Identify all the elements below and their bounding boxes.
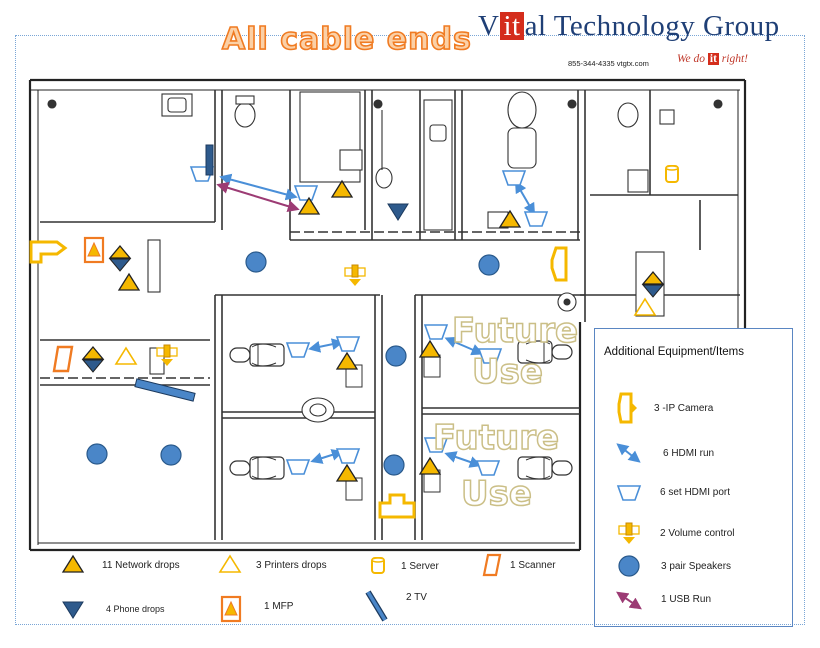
hdmi-port	[524, 211, 548, 227]
speaker	[385, 345, 407, 367]
hdmi-run	[444, 451, 482, 468]
additional-equipment-title: Additional Equipment/Items	[604, 346, 744, 358]
speaker	[383, 454, 405, 476]
patient-chairs	[229, 340, 573, 501]
speaker	[245, 251, 267, 273]
additional-volume-label: 2 Volume control	[660, 528, 735, 539]
mfp	[83, 236, 105, 264]
brand-name-end: al Technology Group	[524, 10, 780, 42]
future-use-label: Future	[432, 417, 560, 459]
legend-usb-icon	[616, 591, 642, 610]
brand-name-start: V	[478, 10, 500, 42]
network-drop	[419, 457, 441, 475]
legend-scanner-icon	[482, 553, 502, 577]
legend-network-label: 11 Network drops	[102, 560, 180, 571]
tv	[205, 144, 214, 176]
hdmi-run	[219, 173, 298, 201]
additional-speakers-label: 3 pair Speakers	[661, 561, 732, 572]
slogan-end: right!	[718, 53, 748, 65]
legend-phone-label: 4 Phone drops	[106, 604, 165, 614]
legend-phone-icon	[62, 601, 84, 619]
hdmi-run	[514, 180, 536, 216]
legend-server-icon	[371, 557, 385, 574]
future-use-label: Use	[460, 473, 532, 515]
brand-contact: 855-344-4335 vtgtx.com	[568, 59, 649, 68]
ip-camera	[29, 240, 68, 264]
legend-hdmi-run-icon	[616, 443, 641, 463]
legend-network-icon	[62, 555, 84, 573]
legend-tv-label: 2 TV	[406, 592, 427, 603]
tv	[134, 378, 196, 402]
brand-slogan: We do it right!	[677, 53, 748, 65]
network-phone-drop	[82, 346, 104, 373]
usb-run	[216, 182, 300, 212]
network-drop	[336, 352, 358, 370]
network-drop	[118, 273, 140, 291]
speaker	[160, 444, 182, 466]
ip-camera	[378, 493, 416, 519]
network-drop	[331, 180, 353, 198]
speaker	[478, 254, 500, 276]
brand-name-highlight: it	[500, 12, 524, 41]
slogan-highlight: it	[707, 53, 719, 65]
additional-hdmi-run-label: 6 HDMI run	[663, 448, 715, 459]
hdmi-port	[502, 170, 526, 186]
interior-walls	[40, 90, 740, 540]
hdmi-run	[308, 338, 344, 353]
legend-symbols	[62, 392, 642, 623]
phone-drop	[387, 203, 409, 221]
hdmi-port	[336, 336, 360, 352]
additional-ip-camera-label: 3 -IP Camera	[654, 403, 714, 414]
hdmi-port	[286, 342, 310, 358]
legend-server-label: 1 Server	[401, 561, 439, 572]
legend-printer-icon	[219, 555, 241, 573]
hdmi-port	[476, 460, 500, 476]
legend-mfp-label: 1 MFP	[264, 601, 294, 612]
hdmi-port	[336, 448, 360, 464]
additional-equipment-panel	[594, 328, 793, 627]
legend-printer-label: 3 Printers drops	[256, 560, 327, 571]
legend-scanner-label: 1 Scanner	[510, 560, 556, 571]
network-phone-drop	[109, 245, 131, 272]
additional-hdmi-port-label: 6 set HDMI port	[660, 487, 731, 498]
hdmi-run	[444, 336, 484, 356]
diagram-frame	[15, 35, 805, 625]
hdmi-port	[286, 459, 310, 475]
slogan-start: We do	[677, 53, 708, 65]
hdmi-port	[424, 324, 448, 340]
printer-drop	[115, 347, 137, 365]
hdmi-port	[294, 185, 318, 201]
ip-camera	[550, 246, 568, 282]
future-use-label: Use	[471, 351, 543, 393]
diagram-title: All cable ends	[221, 21, 472, 58]
hdmi-run	[310, 449, 344, 464]
speaker	[86, 443, 108, 465]
network-drop	[336, 464, 358, 482]
server	[665, 165, 679, 183]
future-use-label: Future	[451, 310, 579, 352]
volume-control	[344, 264, 366, 287]
additional-usb-label: 1 USB Run	[661, 594, 712, 605]
fixtures	[47, 91, 723, 423]
legend-mfp-icon	[220, 595, 242, 623]
legend-camera-icon	[617, 392, 637, 424]
scanner	[52, 345, 74, 373]
building-walls	[28, 78, 747, 552]
network-drop	[419, 340, 441, 358]
